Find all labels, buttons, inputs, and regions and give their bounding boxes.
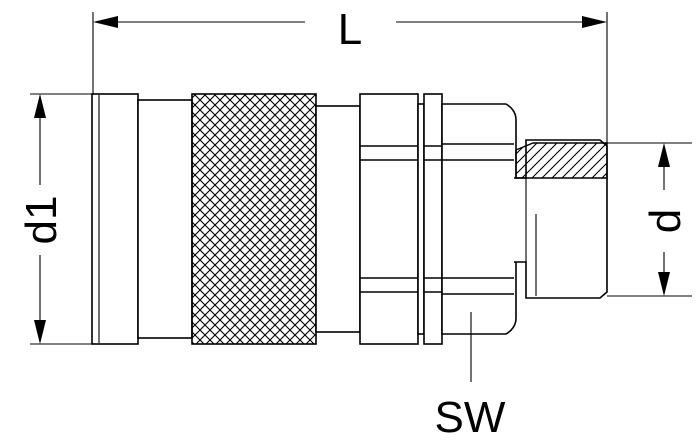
neck: [315, 105, 361, 333]
length-label: L: [338, 5, 362, 54]
threaded-end: [514, 139, 608, 299]
length-arrow-left: [93, 16, 118, 28]
d-label: d: [641, 209, 690, 233]
length-arrow-right: [582, 16, 607, 28]
hex-nut-secondary: [423, 93, 443, 345]
outer-diameter-dimension: d1: [17, 93, 98, 345]
wrench-size-callout: SW: [435, 312, 506, 442]
d-arrow-bottom: [658, 272, 670, 296]
d1-arrow-top: [34, 94, 46, 118]
sw-label: SW: [435, 393, 506, 442]
hex-nut-primary-body: [359, 93, 419, 345]
hex-nut-secondary-body: [423, 93, 443, 345]
coupling-body: [91, 93, 608, 345]
gap-ring: [417, 103, 425, 335]
thread-section-hatch: [515, 142, 608, 179]
length-dimension: L: [92, 5, 608, 144]
sleeve: [137, 99, 193, 339]
knurled-sleeve: [191, 93, 317, 345]
d-arrow-top: [658, 143, 670, 167]
d1-label: d1: [17, 196, 66, 245]
d1-arrow-bottom: [34, 320, 46, 344]
hex-nut-primary: [359, 93, 419, 345]
hex-body-outline: [441, 103, 517, 335]
thread-diameter-dimension: d: [607, 142, 692, 297]
hex-body: [441, 103, 517, 335]
